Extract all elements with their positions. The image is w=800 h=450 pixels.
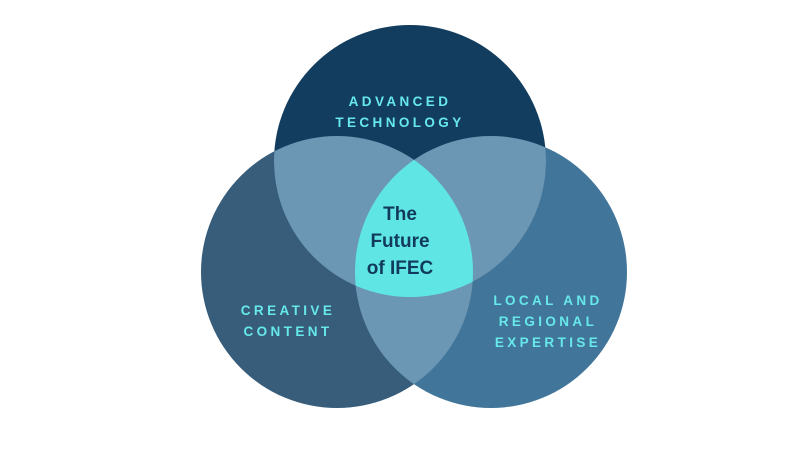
label-line: CREATIVE <box>240 303 336 318</box>
label-line: ADVANCED <box>348 94 452 109</box>
label-line: LOCAL AND <box>493 293 603 308</box>
label-line: REGIONAL <box>498 314 598 329</box>
center-label-line: Future <box>370 231 430 252</box>
label-line: EXPERTISE <box>494 335 602 350</box>
center-label-line: The <box>383 204 417 225</box>
center-overlap <box>355 136 473 297</box>
label-line: TECHNOLOGY <box>335 115 465 130</box>
overlap-top-left <box>274 136 473 297</box>
label-creative-content: CREATIVE CONTENT <box>193 300 383 342</box>
label-local-regional-expertise: LOCAL AND REGIONAL EXPERTISE <box>443 290 653 353</box>
label-advanced-technology: ADVANCED TECHNOLOGY <box>300 91 500 133</box>
center-label-line: of IFEC <box>366 258 434 279</box>
center-label: The Future of IFEC <box>350 201 450 282</box>
label-line: CONTENT <box>243 324 333 339</box>
